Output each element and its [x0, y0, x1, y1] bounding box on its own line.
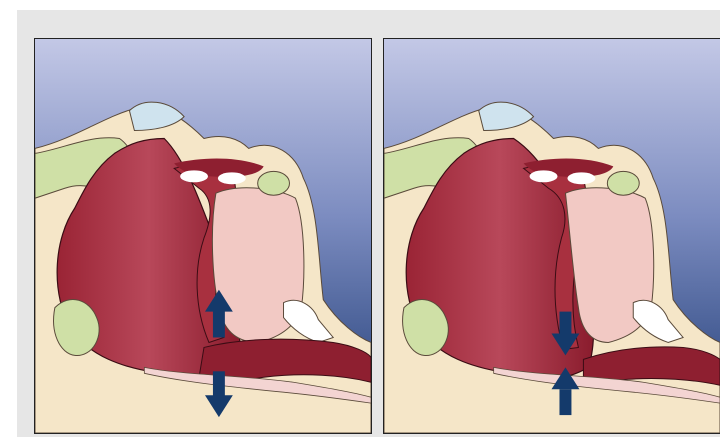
uvula-highlight-1 [530, 170, 558, 182]
uvula-highlight-1 [180, 170, 208, 182]
airway-illustration-collapsed [384, 39, 720, 433]
panel-collapsed-airway [383, 38, 720, 434]
uvula-highlight-2 [218, 172, 246, 184]
uvula-highlight-2 [567, 172, 595, 184]
airway-illustration-open [35, 39, 371, 433]
epiglottis-bone [258, 171, 290, 195]
figure-background [17, 10, 720, 437]
epiglottis-bone [607, 171, 639, 195]
panel-open-airway [34, 38, 372, 434]
